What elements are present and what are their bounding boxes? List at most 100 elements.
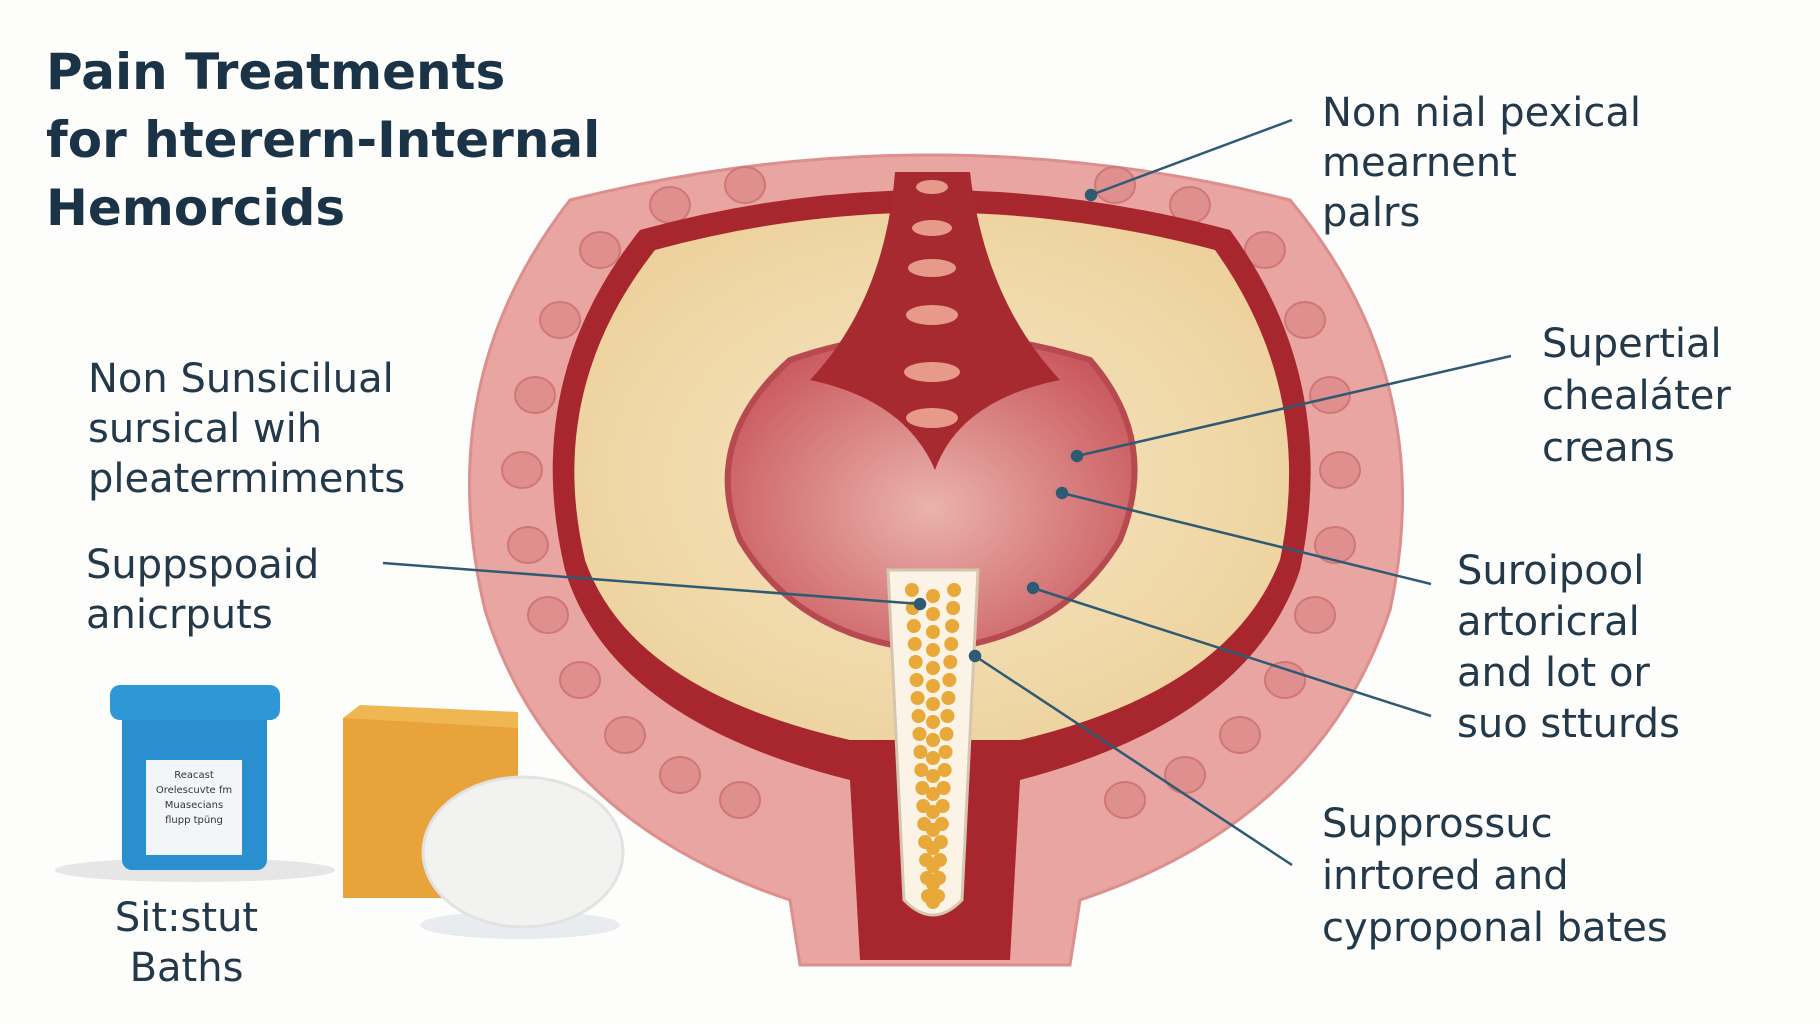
page-title: Pain Treatments for hterern-Internal Hem… [46,38,600,242]
granule [907,637,922,651]
label-line: Suroipool [1457,548,1645,594]
granule [944,637,959,651]
label-line: suo stturds [1457,701,1680,747]
granule [914,763,929,777]
granule [908,655,923,669]
granule [926,769,940,783]
granule [926,733,940,747]
label-line: Baths [129,945,244,991]
tissue-cell [501,451,543,489]
granule [926,787,940,801]
granule [945,619,960,633]
label-line: and lot or [1457,650,1650,696]
label-sitz-baths: Sit:stut Baths [104,893,269,993]
granule [938,745,953,759]
sitz-bath-items [343,705,625,939]
tissue-cell [539,301,581,339]
granule [909,673,924,687]
label-line: Non Sunsicilual [88,356,394,402]
granule [926,643,940,657]
tissue-cell [1319,451,1361,489]
title-line: Hemorcids [46,179,346,237]
tissue-cell [579,231,621,269]
tissue-cell [507,526,549,564]
granule [941,691,956,705]
granule [936,781,951,795]
title-line: Pain Treatments [46,43,506,101]
granule [926,715,940,729]
granule [943,655,958,669]
granule [911,709,926,723]
granule [934,817,949,831]
suppository-granules [904,583,962,909]
label-line: Non nial pexical [1322,90,1641,136]
label-line: sursical wih [88,406,323,452]
jar-label-line: Reacast [174,770,214,781]
tissue-cell [1294,596,1336,634]
granule [926,589,940,603]
jar-label: Reacast Orelescuvte fm Muasecians flupp … [146,760,242,855]
tissue-cell [649,186,691,224]
granule [926,679,940,693]
tissue-cell [559,661,601,699]
label-right-upper: Supertial chealáter creans [1542,318,1731,474]
title-line: for hterern-Internal [46,111,601,169]
granule [946,601,961,615]
granule [913,745,928,759]
label-line: cyproponal bates [1322,905,1668,951]
granule [939,727,954,741]
granule [932,853,947,867]
granule [926,661,940,675]
tissue-cell [719,781,761,819]
granule [926,697,940,711]
granule [910,691,925,705]
granule [912,727,927,741]
granule [940,709,955,723]
label-left-upper: Non Sunsicilual sursical wih pleatermime… [88,354,405,504]
tissue-cell [1219,716,1261,754]
tissue-cell [514,376,556,414]
label-line: Supprossuc [1322,801,1553,847]
granule [931,889,946,903]
label-right-lower: Supprossuc inrtored and cyproponal bates [1322,798,1668,954]
granule [935,799,950,813]
tissue-cell [604,716,646,754]
tissue-cell [1284,301,1326,339]
label-line: Supertial [1542,321,1722,367]
granule [926,625,940,639]
granule [926,751,940,765]
tissue-cell [1264,661,1306,699]
leader-lines [382,118,1512,867]
granule [937,763,952,777]
label-line: anicrputs [86,592,273,638]
tissue-cell [1104,781,1146,819]
granule [915,781,930,795]
tissue-cell [724,166,766,204]
label-line: Sit:stut [114,895,259,941]
tissue-cell [1314,526,1356,564]
label-line: Suppspoaid [86,542,320,588]
mucosal-folds [904,180,960,428]
tissue-cell [1244,231,1286,269]
jar-label-line: flupp tpüng [165,815,223,826]
jar-label-line: Orelescuvte fm [155,785,233,796]
granule [947,583,962,597]
label-line: pleatermiments [88,456,406,502]
label-line: palrs [1322,190,1421,236]
granule [942,673,957,687]
label-line: inrtored and [1322,853,1569,899]
label-line: artoricral [1457,599,1640,645]
label-right-middle: Suroipool artoricral and lot or suo sttu… [1457,546,1680,750]
tissue-cell [527,596,569,634]
granule [906,619,921,633]
label-line: chealáter [1542,373,1731,419]
granule [933,835,948,849]
jar-label-line: Muasecians [164,800,224,811]
tissue-cell [659,756,701,794]
granule [926,607,940,621]
label-top-right: Non nial pexical mearnent palrs [1322,88,1641,238]
tissue-cell [1164,756,1206,794]
label-line: mearnent [1322,140,1517,186]
